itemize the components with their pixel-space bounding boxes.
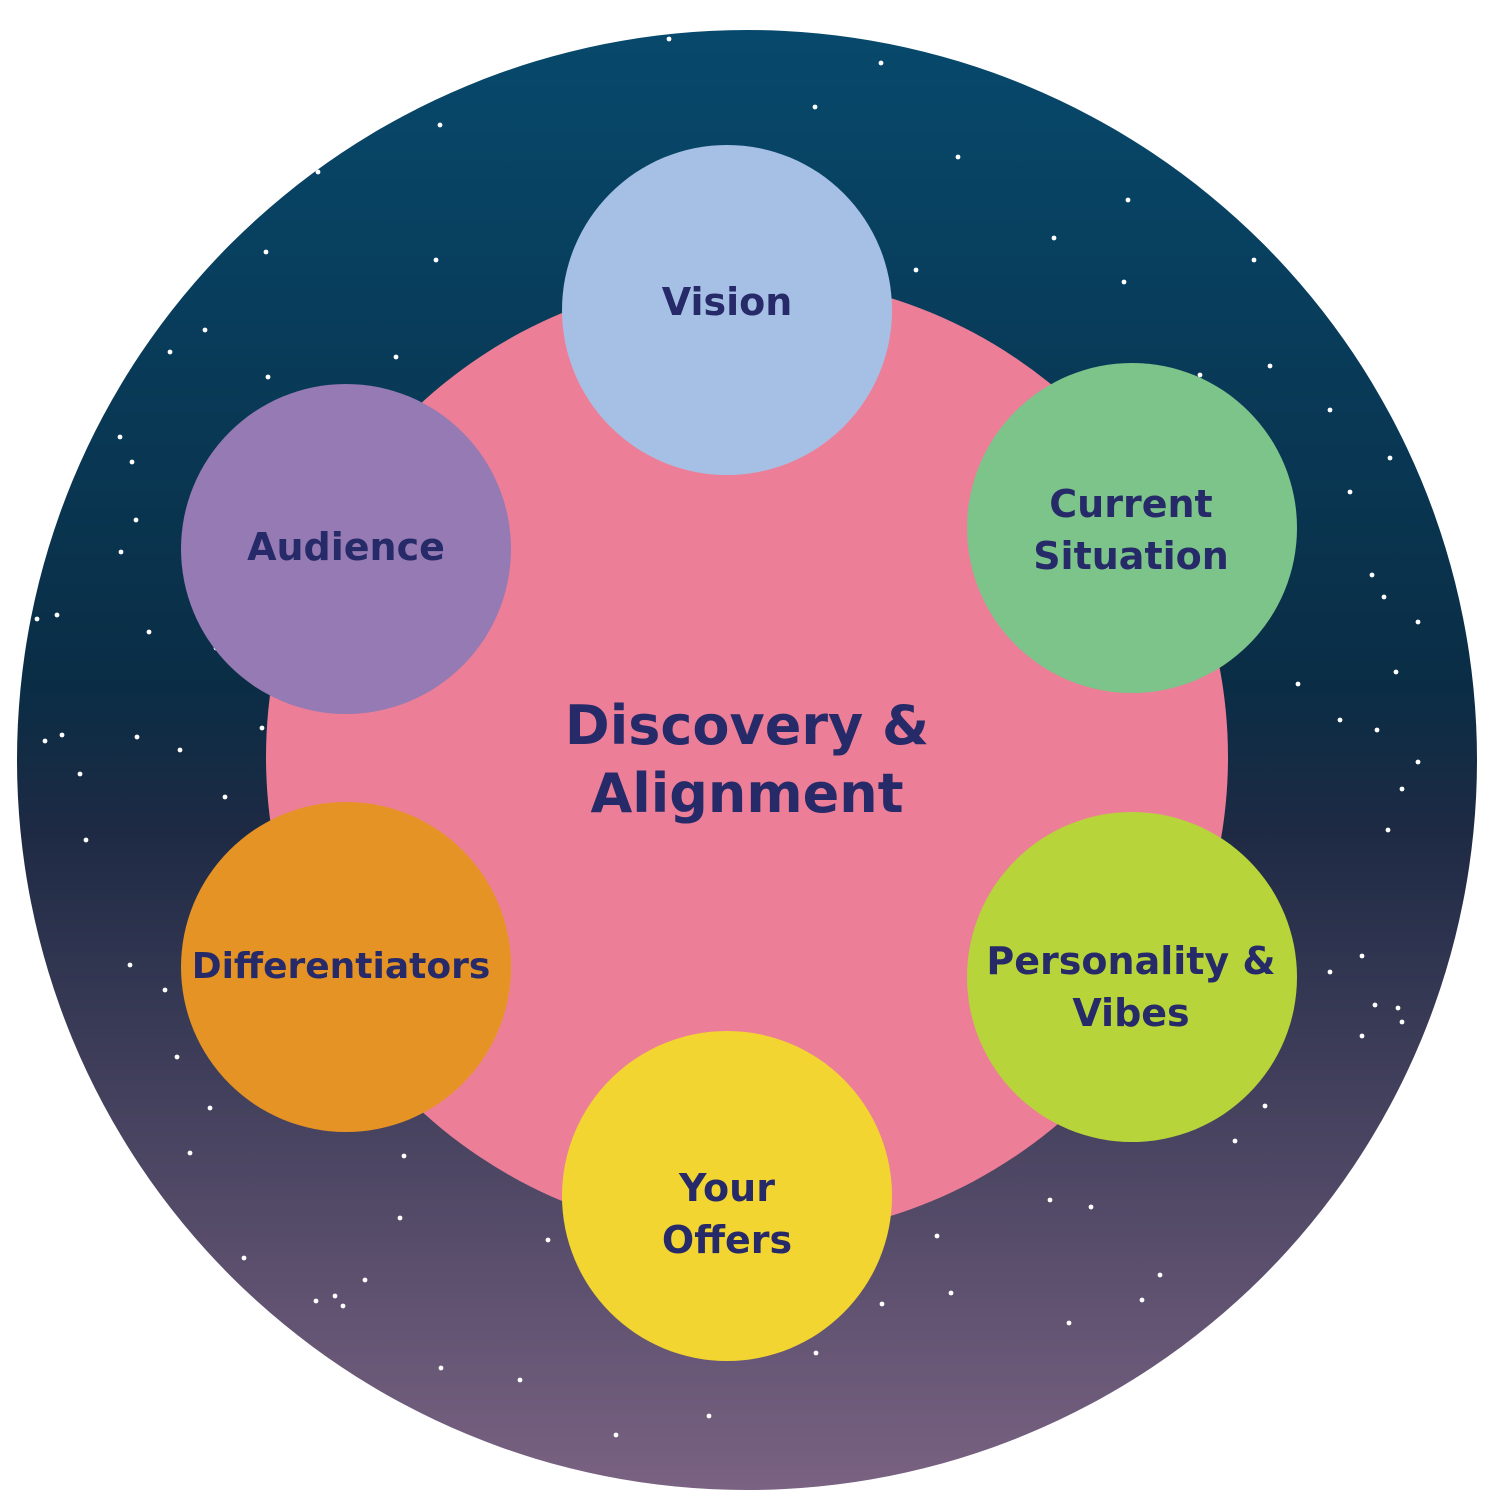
star-dot <box>187 1150 193 1156</box>
star-dot <box>1121 279 1127 285</box>
stars <box>34 36 1421 1438</box>
star-dot <box>879 1301 885 1307</box>
star-dot <box>913 267 919 273</box>
star-dot <box>1157 1272 1163 1278</box>
star-dot <box>167 349 173 355</box>
star-dot <box>433 257 439 263</box>
star-dot <box>666 36 672 42</box>
star-dot <box>1347 489 1353 495</box>
star-dot <box>146 629 152 635</box>
star-dot <box>438 1365 444 1371</box>
star-dot <box>134 734 140 740</box>
star-dot <box>1387 455 1393 461</box>
star-dot <box>545 1237 551 1243</box>
star-dot <box>1295 681 1301 687</box>
star-dot <box>263 249 269 255</box>
star-dot <box>59 732 65 738</box>
star-dot <box>948 1290 954 1296</box>
star-dot <box>42 738 48 744</box>
star-dot <box>878 60 884 66</box>
star-dot <box>207 1105 213 1111</box>
star-dot <box>1267 363 1273 369</box>
node-circle-differentiators <box>181 802 511 1132</box>
node-label-vision: Vision <box>661 280 793 324</box>
center-label: Discovery & Alignment <box>564 694 930 825</box>
node-circle-audience <box>181 384 511 714</box>
star-dot <box>77 771 83 777</box>
star-dot <box>313 1298 319 1304</box>
star-dot <box>1197 372 1203 378</box>
star-dot <box>117 434 123 440</box>
star-dot <box>1395 1005 1401 1011</box>
star-dot <box>177 747 183 753</box>
node-label-your-offers: Your Offers <box>661 1166 793 1262</box>
star-dot <box>706 1413 712 1419</box>
star-dot <box>127 962 133 968</box>
node-label-differentiators: Differentiators <box>191 946 491 987</box>
star-dot <box>812 104 818 110</box>
star-dot <box>1088 1204 1094 1210</box>
node-label-current-situation: Current Situation <box>1033 482 1229 578</box>
star-dot <box>174 1054 180 1060</box>
star-dot <box>54 612 60 618</box>
star-dot <box>1385 827 1391 833</box>
node-circle-your-offers <box>562 1031 892 1361</box>
star-dot <box>1327 969 1333 975</box>
star-dot <box>1359 953 1365 959</box>
node-circle-current-situation <box>967 363 1297 693</box>
star-dot <box>1374 727 1380 733</box>
star-dot <box>1359 1033 1365 1039</box>
node-label-personality-vibes: Personality & Vibes <box>986 939 1276 1035</box>
star-dot <box>1393 669 1399 675</box>
star-dot <box>222 794 228 800</box>
star-dot <box>1066 1320 1072 1326</box>
star-dot <box>517 1377 523 1383</box>
star-dot <box>315 169 321 175</box>
star-dot <box>129 459 135 465</box>
star-dot <box>118 549 124 555</box>
star-dot <box>1369 572 1375 578</box>
star-dot <box>393 354 399 360</box>
star-dot <box>1139 1297 1145 1303</box>
star-dot <box>362 1277 368 1283</box>
star-dot <box>202 327 208 333</box>
star-dot <box>265 374 271 380</box>
star-dot <box>1415 619 1421 625</box>
star-dot <box>1047 1197 1053 1203</box>
star-dot <box>1381 594 1387 600</box>
star-dot <box>1232 1138 1238 1144</box>
star-dot <box>401 1153 407 1159</box>
star-dot <box>133 517 139 523</box>
star-dot <box>934 1233 940 1239</box>
star-dot <box>437 122 443 128</box>
star-dot <box>340 1303 346 1309</box>
star-dot <box>259 725 265 731</box>
star-dot <box>332 1293 338 1299</box>
node-circle-vision <box>562 145 892 475</box>
star-dot <box>613 1432 619 1438</box>
star-dot <box>955 154 961 160</box>
star-dot <box>83 837 89 843</box>
star-dot <box>1262 1103 1268 1109</box>
star-dot <box>1051 235 1057 241</box>
star-dot <box>34 616 40 622</box>
star-dot <box>397 1215 403 1221</box>
node-label-audience: Audience <box>247 525 445 569</box>
star-dot <box>813 1350 819 1356</box>
star-dot <box>162 987 168 993</box>
star-dot <box>1399 786 1405 792</box>
star-dot <box>1125 197 1131 203</box>
node-circle-personality-vibes <box>967 812 1297 1142</box>
star-dot <box>1327 407 1333 413</box>
star-dot <box>1337 717 1343 723</box>
star-dot <box>1251 257 1257 263</box>
star-dot <box>1415 759 1421 765</box>
star-dot <box>241 1255 247 1261</box>
star-dot <box>1372 1002 1378 1008</box>
star-dot <box>1399 1019 1405 1025</box>
